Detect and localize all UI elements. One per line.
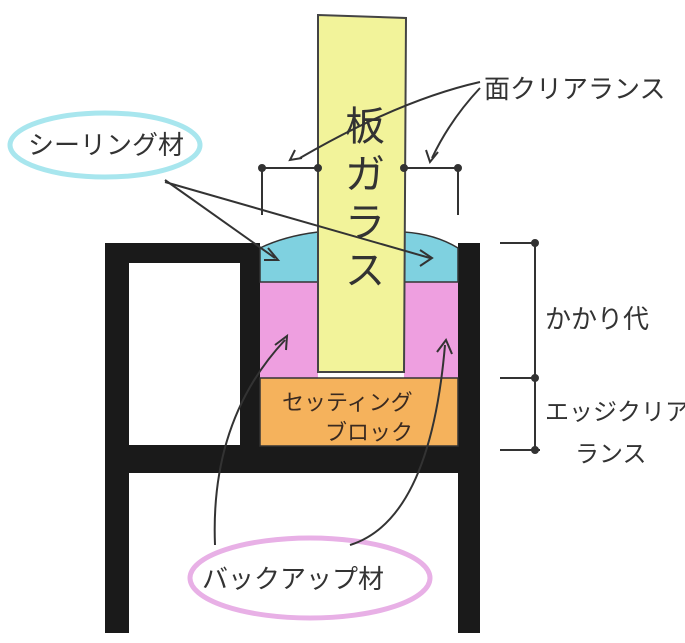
backup-label-ellipse [187,535,433,621]
frame-bottom-bar [105,445,480,473]
bite-dimension [500,239,540,454]
frame-top-bar [105,243,260,263]
edge-clearance-label-line2: ランス [575,440,647,468]
glass-label: 板 ガ ラ ス [345,104,385,294]
bite-label: かかり代 [545,305,649,335]
setting-block-label-line1: セッティング [282,391,413,416]
sealant-left [259,231,319,283]
backup-material-right [404,280,458,380]
frame-channel-right-wall [458,243,480,633]
sealing-label-ellipse [7,110,203,180]
glass-pane [317,13,408,373]
setting-block-label-line2: ブロック [325,421,413,446]
frame-channel-left-wall [240,243,260,473]
frame [105,243,480,633]
glass-label-char-2: ガ [345,152,385,198]
edge-clearance-label-line1: エッジクリア [545,398,685,426]
glass-label-char-4: ス [345,248,385,294]
setting-block [259,377,459,447]
face-clearance-dimension [258,81,481,215]
backup-label: バックアップ材 [202,565,384,595]
backup-material-left [260,280,318,380]
backup-leader-lines [213,333,453,546]
sealing-leader-lines [164,179,434,267]
glass-label-char-1: 板 [345,104,385,150]
sealing-label: シーリング材 [28,131,184,161]
frame-left-leg [105,243,129,633]
face-clearance-label: 面クリアランス [484,75,665,105]
